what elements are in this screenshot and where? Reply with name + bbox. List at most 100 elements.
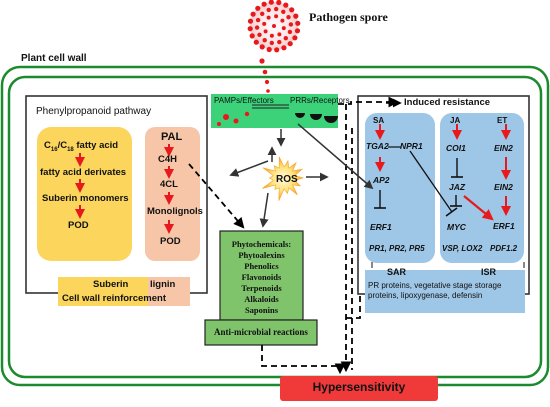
spore-dot (247, 26, 253, 32)
suberin-label: Suberin (93, 279, 129, 290)
spore-dot (283, 36, 288, 41)
spore-dot (288, 22, 294, 27)
spore-particles-icon (259, 58, 270, 93)
spore-dot (261, 1, 267, 7)
phyto-line: Flavonoids (241, 272, 282, 282)
hypersensitivity-label: Hypersensitivity (312, 380, 406, 394)
pod-pal-label: POD (160, 236, 181, 247)
spore-dot (263, 29, 268, 34)
fatty-acid-derivates-label: fatty acid derivates (40, 167, 127, 178)
spore-dot (249, 33, 255, 39)
spore-dot (281, 26, 286, 31)
spore-dot (269, 40, 274, 46)
ja-label: JA (450, 116, 461, 125)
proteins-line: proteins, lipoxygenase, defensin (368, 291, 483, 300)
cell-wall-inner (7, 75, 543, 379)
spore-dot (293, 13, 299, 19)
tga2-label: TGA2 (366, 141, 389, 151)
spore-dot (268, 0, 274, 5)
spore-dot (274, 47, 280, 53)
spore-dot (254, 25, 260, 30)
spore-dot (280, 18, 285, 23)
vsp-lox2-label: VSP, LOX2 (442, 244, 483, 253)
pathogen-spore-icon (247, 0, 301, 53)
pr-proteins-text: PR proteins, vegetative stage storage pr… (368, 281, 528, 301)
pathogen-spore-label: Pathogen spore (309, 10, 388, 24)
spore-dot (247, 18, 254, 24)
isr-label: ISR (481, 267, 497, 277)
spore-dot (294, 28, 301, 34)
spore-dot (287, 29, 293, 35)
ros-burst-icon (262, 156, 305, 201)
spore-dot (274, 14, 279, 19)
spore-dot (266, 7, 271, 13)
sa-label: SA (373, 116, 385, 125)
fatty-acid-label: C16/C18 fatty acid (44, 140, 119, 153)
phyto-line: Terpenoids (241, 283, 282, 293)
ein2-mid-label: EIN2 (494, 182, 513, 192)
lignin-label: lignin (150, 279, 176, 290)
spore-dot (292, 35, 298, 41)
myc-label: MYC (447, 222, 466, 232)
spore-dot (295, 20, 301, 26)
proteins-line: PR proteins, vegetative stage storage (368, 281, 502, 290)
spore-dot (262, 38, 267, 43)
spore-dot (276, 0, 282, 6)
spore-dot (257, 32, 262, 37)
phyto-line: Phenolics (244, 261, 279, 271)
cell-wall-reinforcement-label: Cell wall reinforcement (62, 293, 167, 304)
spore-dot (269, 33, 274, 38)
ap2-label: AP2 (373, 175, 390, 185)
erf1-et-label: ERF1 (493, 221, 515, 231)
coi1-label: COI1 (446, 143, 466, 153)
4cl-label: 4CL (160, 179, 178, 190)
pod-fatty-label: POD (68, 220, 89, 231)
spore-dot (286, 15, 291, 20)
pr-genes-label: PR1, PR2, PR5 (369, 244, 425, 253)
et-label: ET (497, 116, 508, 125)
sar-label: SAR (387, 267, 407, 277)
phyto-line: Saponins (244, 305, 279, 315)
spore-dot (259, 44, 265, 50)
prrs-receptors-label: PRRs/Receptors (290, 96, 350, 105)
phyto-line: Phytoalexins (238, 250, 285, 260)
spore-dot (253, 39, 259, 45)
monolignols-label: Monolignols (147, 206, 203, 217)
c4h-label: C4H (158, 154, 178, 165)
spore-dot (287, 41, 293, 47)
phytochemicals-list: Phytochemicals: Phytoalexins Phenolics F… (220, 239, 303, 316)
phenylpropanoid-title: Phenylpropanoid pathway (36, 106, 152, 117)
ros-label: ROS (276, 174, 298, 185)
spore-dot (266, 15, 271, 20)
phyto-line: Phytochemicals: (231, 239, 292, 249)
spore-dot (266, 46, 272, 53)
pamps-receptor-icon (217, 104, 338, 126)
phyto-line: Alkaloids (244, 294, 279, 304)
spore-dot (283, 2, 289, 8)
anti-microbial-label: Anti-microbial reactions (214, 327, 308, 337)
spore-dot (250, 11, 256, 17)
cell-wall-label: Plant cell wall (21, 53, 87, 64)
spore-dot (281, 45, 287, 51)
spore-dot (255, 5, 261, 11)
pal-label: PAL (161, 131, 183, 143)
pamps-effectors-label: PAMPs/Effectors (214, 96, 274, 105)
suberin-monomers-label: Suberin monomers (42, 193, 129, 204)
ein2-top-label: EIN2 (494, 143, 513, 153)
spore-dot (277, 39, 282, 45)
cell-wall-outer (0, 65, 550, 387)
spore-dot (260, 11, 265, 16)
spore-dot (274, 6, 279, 12)
pdf12-label: PDF1.2 (490, 244, 518, 253)
jaz-label: JAZ (449, 182, 466, 192)
induced-resistance-title: Induced resistance (404, 97, 491, 108)
spore-dot (281, 9, 286, 14)
spore-dot (272, 24, 276, 28)
erf1-sa-label: ERF1 (370, 222, 392, 232)
spore-dot (289, 7, 295, 13)
npr1-label: NPR1 (400, 141, 423, 151)
spore-dot (262, 21, 267, 26)
spore-dot (255, 17, 261, 23)
spore-dot (277, 32, 282, 37)
